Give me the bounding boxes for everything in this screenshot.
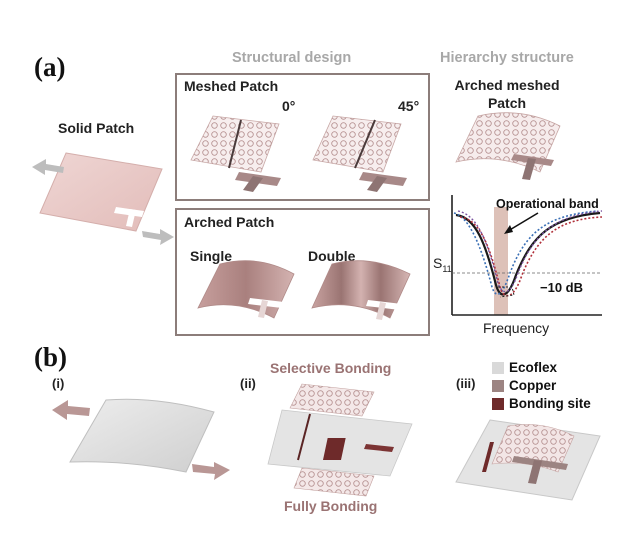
legend-swatch-copper	[492, 379, 504, 392]
arched-patch-box	[175, 208, 430, 336]
meshed-patch-box	[175, 73, 430, 201]
arched-single-illustration	[197, 260, 295, 319]
fully-bonding-label: Fully Bonding	[284, 498, 378, 514]
stretch-arrow-right-icon	[192, 462, 230, 480]
stretch-arrow-left-icon	[52, 400, 90, 420]
legend-swatch-ecoflex	[492, 361, 504, 374]
legend-item-copper: Copper	[492, 378, 591, 393]
bonding-stack-illustration	[267, 383, 413, 497]
meshed-patch-45-illustration	[312, 115, 407, 192]
arched-meshed-patch-illustration	[455, 112, 561, 180]
stretch-arrow-right-icon	[142, 229, 174, 245]
legend-label-copper: Copper	[509, 378, 557, 393]
arched-double-label: Double	[308, 248, 356, 264]
selective-bonding-label: Selective Bonding	[270, 360, 392, 376]
operational-band-region	[494, 207, 508, 315]
arched-patch-title: Arched Patch	[184, 214, 275, 230]
arched-double-illustration	[311, 260, 411, 320]
threshold-label: −10 dB	[540, 280, 583, 295]
meshed-angle-45-label: 45°	[398, 98, 420, 114]
s11-ylabel-main: S	[433, 255, 443, 271]
legend: Ecoflex Copper Bonding site	[492, 360, 591, 411]
bonding-line	[297, 413, 311, 461]
legend-item-ecoflex: Ecoflex	[492, 360, 591, 375]
structural-design-title: Structural design	[232, 50, 352, 66]
panel-b-label: (b)	[34, 342, 67, 372]
bonding-site-block	[322, 438, 346, 460]
operational-band-label: Operational band	[496, 197, 599, 211]
step-i-label: (i)	[52, 376, 65, 391]
band-arrow-icon	[507, 212, 539, 232]
s11-plot	[451, 195, 603, 316]
stretch-arrow-left-icon	[32, 159, 64, 175]
s11-curve-purple	[457, 210, 603, 293]
arched-single-label: Single	[190, 248, 233, 264]
ecoflex-substrate-illustration	[52, 398, 230, 480]
s11-ylabel: S11	[433, 255, 452, 274]
meshed-angle-0-label: 0°	[282, 98, 296, 114]
meshed-patch-0-illustration	[190, 115, 281, 192]
legend-label-ecoflex: Ecoflex	[509, 360, 558, 375]
hierarchy-structure-title: Hierarchy structure	[440, 50, 574, 66]
step-iii-label: (iii)	[456, 376, 476, 391]
panel-a-label: (a)	[34, 52, 66, 82]
legend-swatch-bonding-site	[492, 397, 504, 410]
s11-ylabel-sub: 11	[442, 263, 452, 274]
s11-curve-solid	[455, 211, 601, 296]
minimum-marker	[498, 286, 515, 298]
meshed-patch-title: Meshed Patch	[184, 78, 279, 94]
step-ii-label: (ii)	[240, 376, 256, 391]
s11-curve-red	[459, 216, 603, 297]
solid-patch-illustration	[32, 152, 174, 245]
solid-patch-label: Solid Patch	[58, 120, 135, 136]
arched-meshed-patch-label: Arched meshed Patch	[454, 77, 560, 111]
legend-item-bonding-site: Bonding site	[492, 396, 591, 411]
legend-label-bonding-site: Bonding site	[509, 396, 591, 411]
assembled-device-illustration	[455, 419, 601, 501]
s11-xlabel: Frequency	[483, 320, 550, 336]
